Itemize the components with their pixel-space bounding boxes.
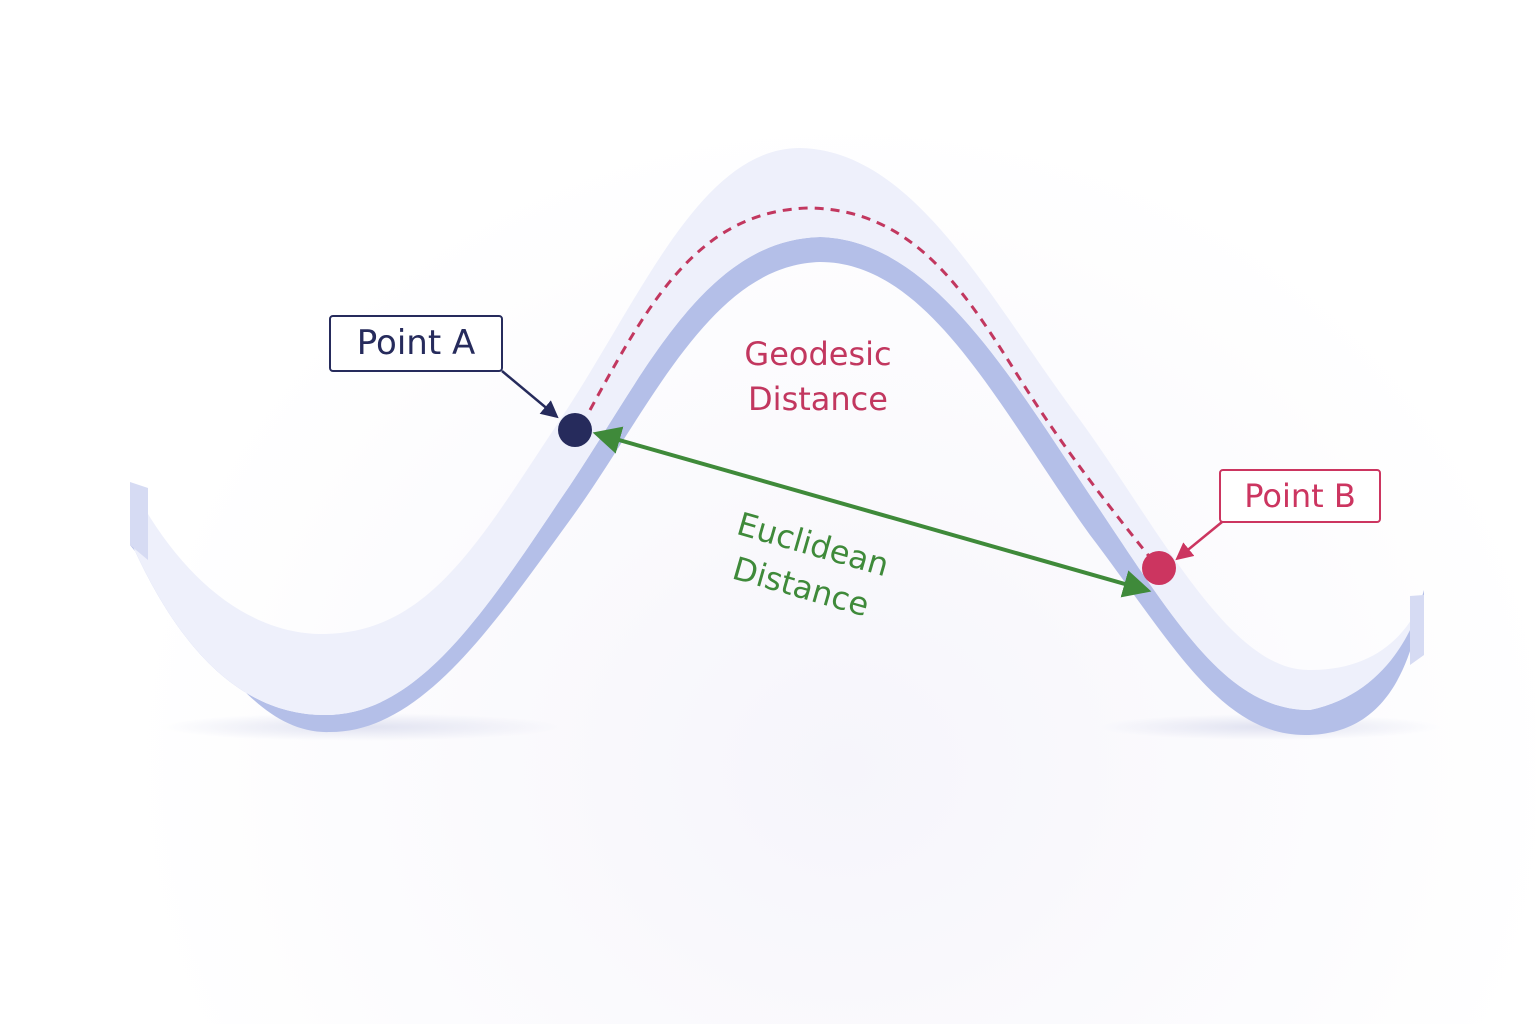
surface-right-end (1410, 595, 1424, 665)
point-b-callout-arrow (1175, 521, 1223, 561)
geodesic-label-line2: Distance (748, 380, 888, 418)
point-a-label: Point A (329, 315, 503, 372)
point-a-marker (558, 413, 592, 447)
point-b-marker (1142, 551, 1176, 585)
geodesic-label: Geodesic Distance (744, 335, 891, 418)
surface-top-face (130, 148, 1424, 715)
point-a-label-text: Point A (357, 323, 476, 363)
geodesic-path (588, 206, 1154, 561)
point-b-label-text: Point B (1244, 477, 1356, 515)
geodesic-label-line1: Geodesic (744, 335, 891, 373)
point-a-callout-arrow (501, 370, 559, 419)
euclidean-arrow (592, 426, 1152, 598)
surface-left-end (130, 482, 148, 560)
euclidean-label: Euclidean Distance (728, 505, 893, 625)
point-b-label: Point B (1219, 469, 1381, 523)
